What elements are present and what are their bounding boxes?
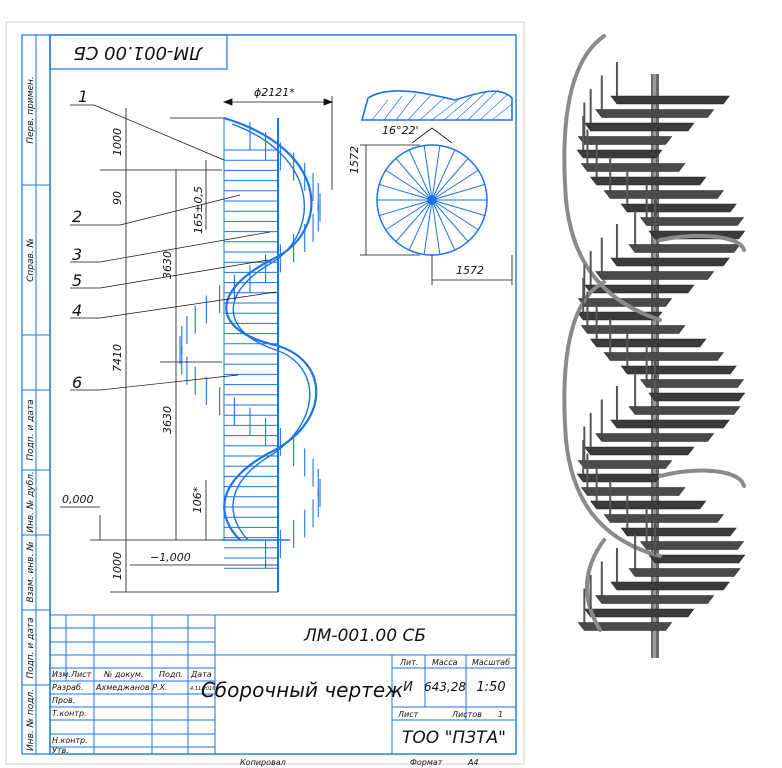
col-izm: Изм.: [52, 670, 71, 679]
level-minus: −1,000: [150, 551, 191, 564]
row-utv: Утв.: [52, 746, 69, 755]
dimension-lines: [60, 96, 334, 593]
lit-value: И: [403, 680, 413, 695]
plan-height: 1572: [348, 146, 361, 174]
sheet-label: Лист: [397, 710, 419, 719]
lit-label: Лит.: [399, 658, 418, 667]
callout-5: 5: [72, 271, 82, 290]
plan-width: 1572: [456, 264, 484, 277]
top-stamp-box: [49, 34, 228, 70]
dim-diameter: ϕ2121*: [254, 86, 295, 99]
doc-title: Сборочный чертеж: [201, 678, 403, 702]
scale-value: 1:50: [476, 680, 505, 695]
developer-name: Ахмеджанов Р.Х.: [95, 683, 168, 692]
callout-2: 2: [72, 207, 82, 226]
side-label-2: Справ. №: [26, 238, 36, 282]
dim-106: 106*: [191, 486, 204, 513]
row-nkontr: Н.контр.: [52, 736, 88, 745]
dim-3630-upper: 3630: [161, 251, 174, 279]
callout-leaders: [70, 104, 277, 391]
col-data: Дата: [190, 670, 212, 679]
dim-1000-bottom: 1000: [111, 552, 124, 580]
title-block: [49, 614, 517, 755]
mass-value: 643,28: [424, 680, 466, 694]
callout-1: 1: [78, 87, 88, 106]
sheet-outline: [5, 21, 525, 765]
plan-angle: 16°22': [382, 124, 419, 137]
side-label-4: Инв. № дубл.: [26, 471, 36, 533]
side-label-7: Инв. № подл.: [26, 689, 36, 751]
callout-4: 4: [72, 301, 82, 320]
scale-label: Масштаб: [472, 658, 510, 667]
col-dokum: № докум.: [103, 670, 143, 679]
col-podp: Подп.: [159, 670, 183, 679]
dim-1000-top: 1000: [111, 128, 124, 156]
date-value: 4.11.2016: [190, 686, 215, 692]
dim-90: 90: [111, 191, 124, 205]
callout-3: 3: [72, 245, 82, 264]
staircase-3d-render: [562, 34, 746, 658]
format-value: А4: [467, 758, 479, 767]
sheets-value: 1: [498, 710, 503, 719]
row-prov: Пров.: [52, 696, 75, 705]
designation: ЛМ-001.00 СБ: [303, 626, 426, 646]
side-label-1: Перв. примен.: [26, 76, 36, 144]
plan-view: 16°22' 1572 1572: [348, 89, 513, 285]
format-label: Формат: [410, 758, 443, 767]
top-stamp-text: ЛМ-001.00 СБ: [73, 42, 203, 63]
company-name: ТОО "ПЗТА": [402, 728, 506, 748]
level-zero: 0,000: [62, 493, 94, 506]
side-label-6: Подп. и дата: [26, 617, 36, 678]
side-label-5: Взам. инв. №: [26, 541, 36, 602]
dim-3630-lower: 3630: [161, 406, 174, 434]
mass-label: Масса: [432, 658, 458, 667]
row-razrab: Разраб.: [52, 683, 83, 692]
callout-6: 6: [72, 373, 82, 392]
copied-label: Копировал: [240, 758, 286, 767]
dim-7410: 7410: [111, 344, 124, 372]
staircase-elevation: [179, 116, 321, 592]
side-label-3: Подп. и дата: [26, 399, 36, 460]
dim-165: 165±0,5: [192, 186, 205, 234]
sheets-label: Листов: [451, 710, 482, 719]
row-tkontr: Т.контр.: [52, 709, 87, 718]
col-list: Лист: [70, 670, 92, 679]
